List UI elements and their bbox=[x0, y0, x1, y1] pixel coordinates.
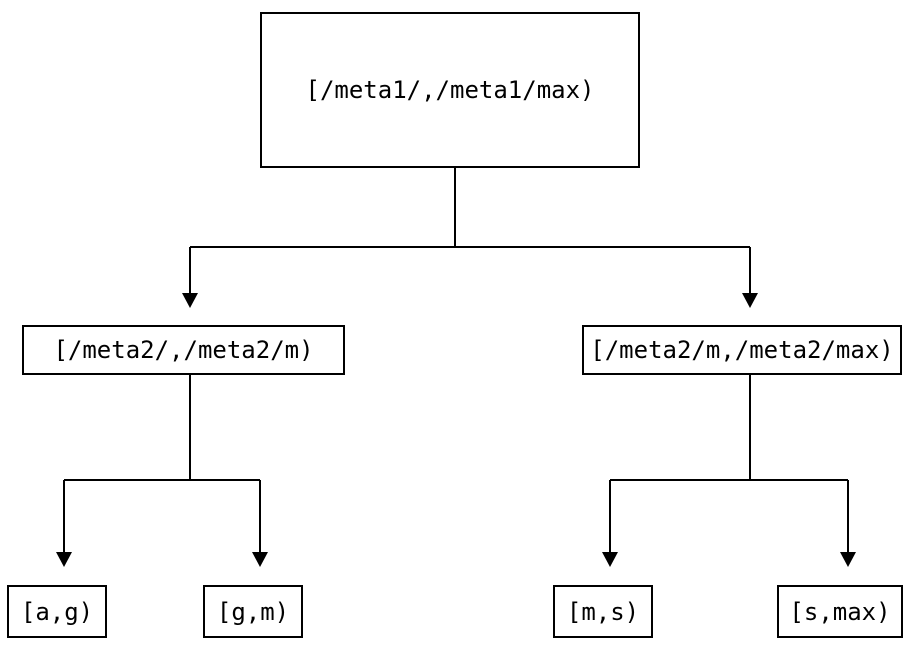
arrowhead-to-leaf-smax bbox=[840, 552, 856, 567]
arrowhead-to-left-child bbox=[182, 293, 198, 308]
node-leaf-a-g-label: [a,g) bbox=[20, 597, 94, 626]
node-leaf-m-s: [m,s) bbox=[553, 585, 653, 638]
arrowhead-to-leaf-gm bbox=[252, 552, 268, 567]
node-right-child-label: [/meta2/m,/meta2/max) bbox=[590, 336, 894, 364]
node-right-child: [/meta2/m,/meta2/max) bbox=[582, 325, 902, 375]
node-root-label: [/meta1/,/meta1/max) bbox=[305, 76, 595, 104]
node-root: [/meta1/,/meta1/max) bbox=[260, 12, 640, 168]
node-left-child-label: [/meta2/,/meta2/m) bbox=[53, 336, 314, 364]
node-left-child: [/meta2/,/meta2/m) bbox=[22, 325, 345, 375]
arrowhead-to-leaf-ms bbox=[602, 552, 618, 567]
node-leaf-s-max: [s,max) bbox=[777, 585, 903, 638]
node-leaf-g-m: [g,m) bbox=[203, 585, 303, 638]
node-leaf-m-s-label: [m,s) bbox=[566, 597, 640, 626]
node-leaf-g-m-label: [g,m) bbox=[216, 597, 290, 626]
arrowhead-to-right-child bbox=[742, 293, 758, 308]
arrowhead-to-leaf-ag bbox=[56, 552, 72, 567]
node-leaf-a-g: [a,g) bbox=[7, 585, 107, 638]
node-leaf-s-max-label: [s,max) bbox=[789, 597, 891, 626]
